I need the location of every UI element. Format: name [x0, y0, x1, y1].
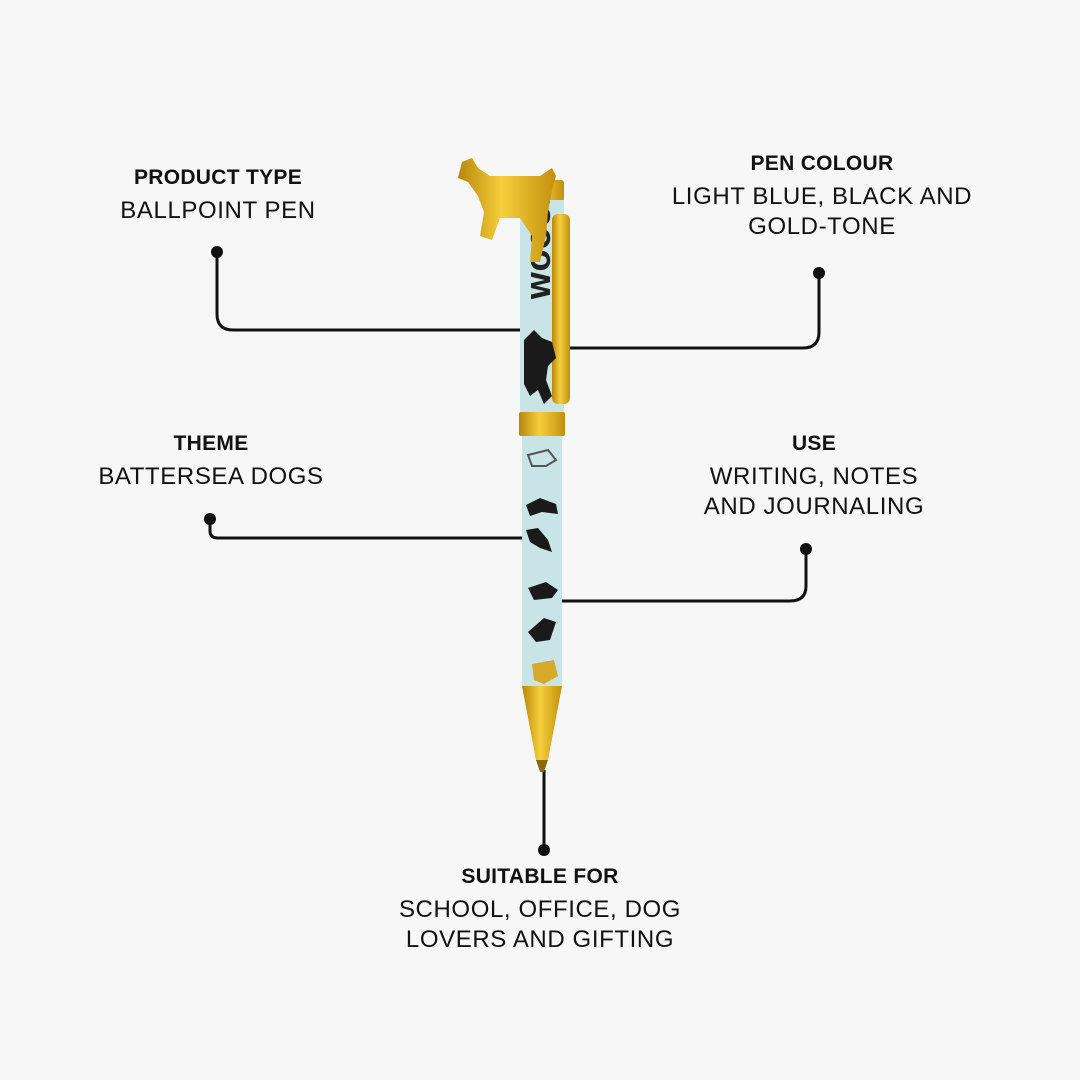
spec-theme: THEME BATTERSEA DOGS	[31, 432, 391, 492]
dog-sketch	[526, 448, 558, 467]
pen-lower-barrel	[522, 436, 562, 686]
spec-heading: SUITABLE FOR	[461, 865, 619, 888]
connector-pen-colour	[560, 273, 821, 350]
dot-suitable-for	[538, 844, 550, 856]
spec-value-line1: LIGHT BLUE, BLACK AND	[671, 183, 973, 210]
spec-value: BALLPOINT PEN	[120, 197, 316, 224]
spec-value-line2: GOLD-TONE	[748, 213, 896, 240]
spec-heading: PRODUCT TYPE	[133, 166, 303, 189]
spec-heading: PEN COLOUR	[750, 152, 894, 175]
spec-use: USE WRITING, NOTES AND JOURNALING	[634, 432, 994, 522]
dot-use	[800, 543, 812, 555]
connector-product-type	[215, 252, 522, 332]
spec-value-line1: SCHOOL, OFFICE, DOG	[398, 896, 682, 923]
spec-value-line2: AND JOURNALING	[703, 493, 925, 520]
connector-use	[560, 549, 808, 603]
spec-value: BATTERSEA DOGS	[98, 463, 324, 490]
pen-middle-ring	[519, 412, 565, 436]
spec-heading: USE	[791, 432, 837, 455]
dot-product-type	[211, 246, 223, 258]
connector-theme	[208, 519, 522, 540]
dog-sketch	[528, 582, 558, 600]
pen-tip-cone	[522, 686, 562, 760]
dog-sketch	[528, 618, 556, 642]
pen-tip-point	[536, 760, 548, 772]
dog-charm	[458, 158, 556, 262]
spec-heading: THEME	[173, 432, 249, 455]
dog-sketch	[526, 528, 552, 552]
dog-sketch	[532, 660, 558, 684]
spec-suitable-for: SUITABLE FOR SCHOOL, OFFICE, DOG LOVERS …	[360, 865, 720, 955]
connector-lines	[208, 252, 821, 850]
dog-pattern	[526, 448, 558, 684]
spec-pen-colour: PEN COLOUR LIGHT BLUE, BLACK AND GOLD-TO…	[642, 152, 1002, 242]
pen: WOOOF	[458, 158, 570, 772]
spec-product-type: PRODUCT TYPE BALLPOINT PEN	[38, 166, 398, 226]
spec-value-line2: LOVERS AND GIFTING	[405, 926, 675, 953]
pen-clip	[552, 214, 570, 404]
dot-pen-colour	[813, 267, 825, 279]
dog-silhouette-large	[524, 330, 556, 404]
dot-theme	[204, 513, 216, 525]
spec-value-line1: WRITING, NOTES	[709, 463, 919, 490]
dog-sketch	[526, 498, 558, 516]
